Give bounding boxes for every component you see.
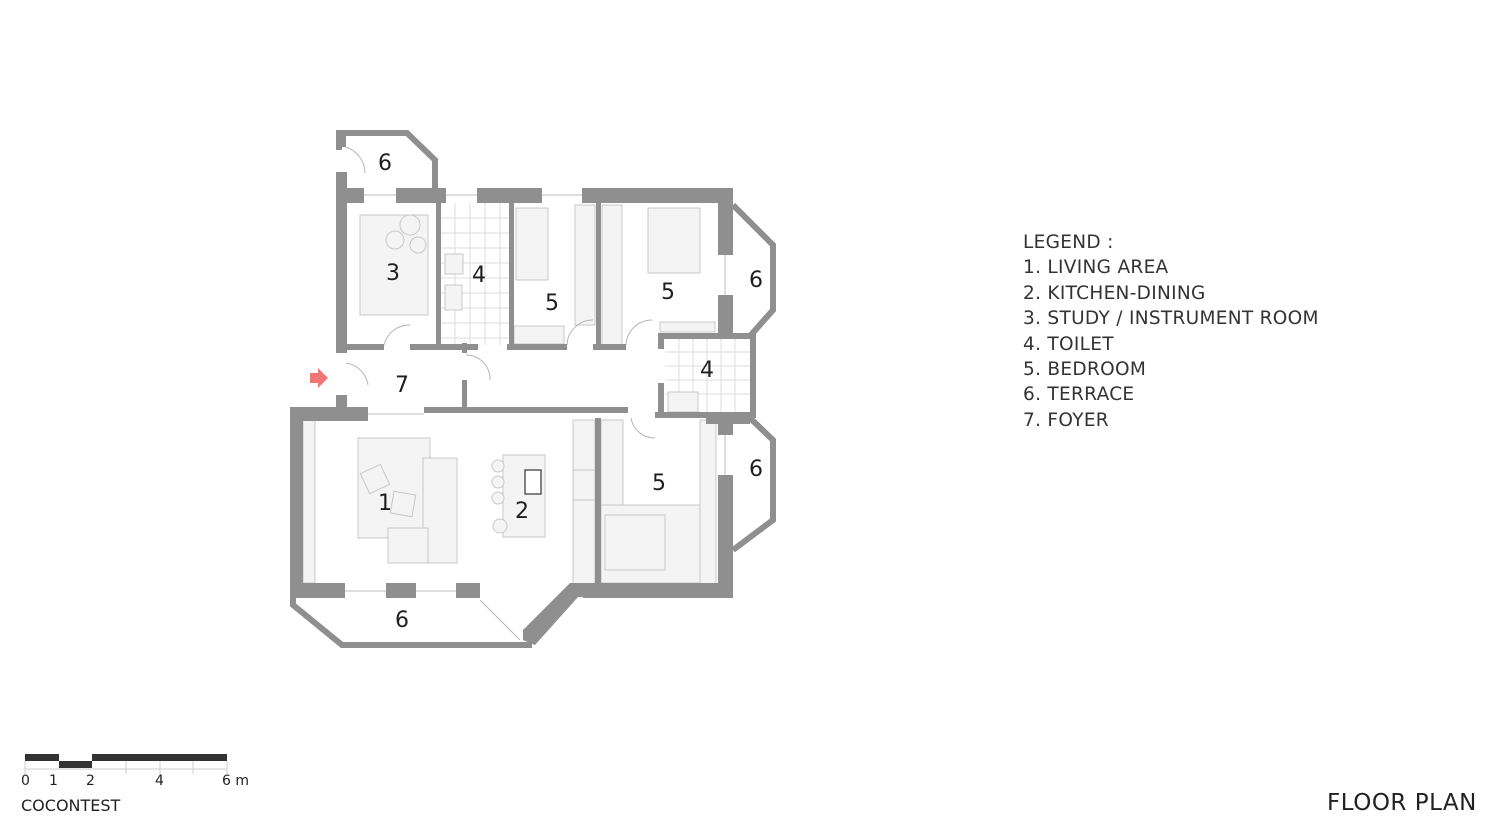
walls	[290, 132, 756, 645]
legend-item: 4. TOILET	[1023, 333, 1114, 355]
room-label-terrace: 6	[395, 608, 409, 633]
legend-item: 6. TERRACE	[1023, 384, 1135, 406]
legend-title: LEGEND :	[1023, 232, 1114, 253]
page-title: FLOOR PLAN	[1327, 790, 1477, 816]
brand-label: COCONTEST	[21, 796, 121, 815]
room-label-bedroom: 5	[545, 291, 559, 316]
door-swings	[345, 146, 656, 641]
legend-item: 2. KITCHEN-DINING	[1023, 282, 1206, 304]
room-label-living: 1	[378, 491, 392, 516]
room-label-foyer: 7	[395, 373, 409, 398]
legend-item: 3. STUDY / INSTRUMENT ROOM	[1023, 308, 1319, 330]
room-label-terrace: 6	[749, 457, 763, 482]
windows	[345, 194, 726, 592]
room-label-toilet: 4	[472, 263, 486, 288]
legend-item: 7. FOYER	[1023, 409, 1109, 431]
legend: LEGEND : 1. LIVING AREA 2. KITCHEN-DININ…	[1023, 230, 1319, 433]
scale-label: 0	[21, 773, 30, 789]
scale-label: 4	[155, 773, 164, 789]
scale-label: 1	[49, 773, 58, 789]
terrace-bottom-outline	[290, 598, 532, 648]
terrace-right-upper-outline	[730, 202, 776, 338]
entry-arrow-icon	[310, 368, 328, 388]
room-label-toilet: 4	[700, 358, 714, 383]
legend-item: 5. BEDROOM	[1023, 359, 1147, 381]
room-label-kitchen: 2	[515, 499, 529, 524]
toilet-tiles	[441, 203, 752, 412]
legend-item: 1. LIVING AREA	[1023, 257, 1169, 279]
room-label-bedroom: 5	[661, 280, 675, 305]
scale-bar	[24, 754, 228, 774]
room-label-terrace: 6	[378, 151, 392, 176]
furniture	[302, 204, 717, 586]
room-label-terrace: 6	[749, 268, 763, 293]
scale-label: 2	[86, 773, 95, 789]
room-label-study: 3	[386, 261, 400, 286]
room-label-bedroom: 5	[652, 471, 666, 496]
scale-label: 6 m	[222, 773, 249, 789]
terrace-right-lower-outline	[731, 415, 776, 553]
